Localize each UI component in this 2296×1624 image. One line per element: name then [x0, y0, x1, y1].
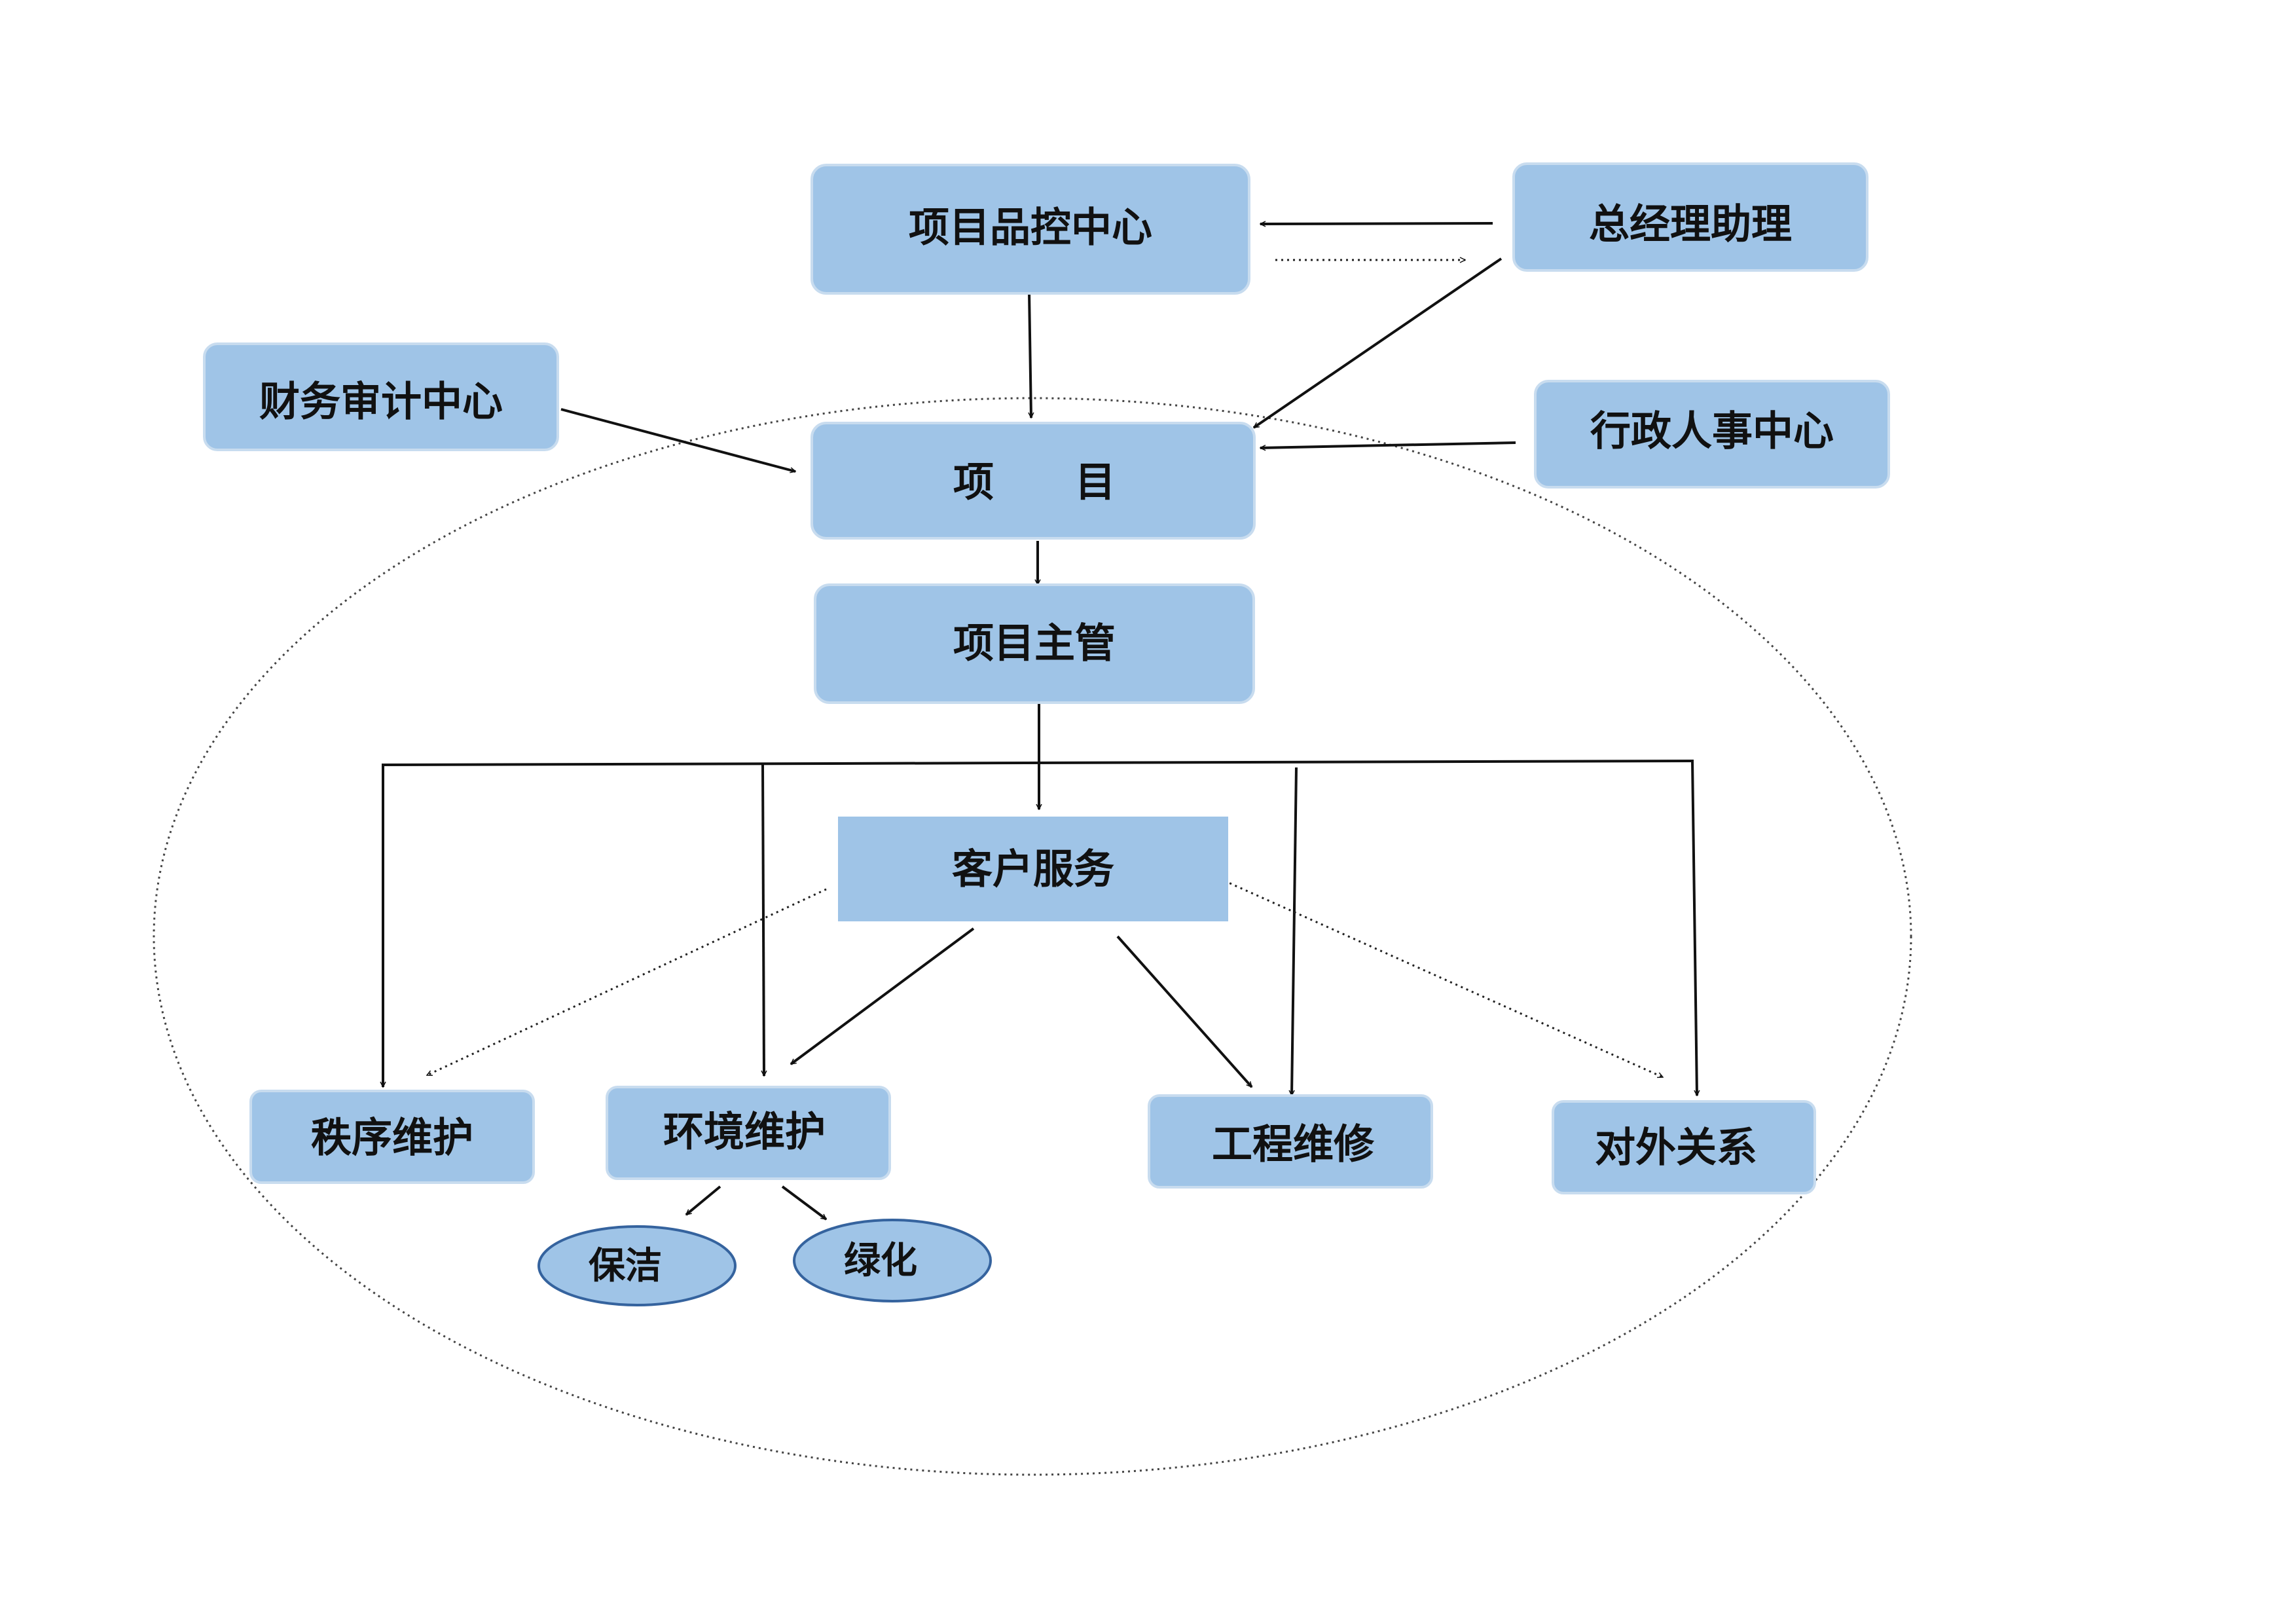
node-engineering-repair: 工程维修 — [1148, 1094, 1433, 1189]
dotted-arrow-service-to-external — [1224, 879, 1663, 1079]
dotted-arrow-service-to-order — [427, 888, 827, 1077]
node-cleaning: 保洁 — [538, 1225, 737, 1306]
node-project-supervisor: 项目主管 — [814, 583, 1255, 704]
arrow-quality-to-project — [1028, 292, 1031, 418]
arrow-service-to-engineering — [1116, 935, 1253, 1088]
node-environment-maintenance: 环境维护 — [606, 1086, 891, 1180]
project-scope-boundary — [153, 397, 1912, 1476]
node-quality-center-label: 项目品控中心 — [909, 204, 1152, 251]
arrow-service-to-environment — [791, 927, 975, 1065]
node-admin-hr: 行政人事中心 — [1534, 380, 1890, 489]
node-project-supervisor-label: 项目主管 — [953, 619, 1116, 667]
node-external-relations-label: 对外关系 — [1595, 1124, 1757, 1172]
node-project-label: 项 目 — [953, 458, 1116, 506]
node-customer-service-label: 客户服务 — [952, 845, 1114, 893]
node-greening-label: 绿化 — [844, 1239, 917, 1282]
arrow-bar-to-external — [1691, 760, 1697, 1096]
arrow-bar-to-engineering — [1292, 767, 1298, 1096]
node-finance-audit: 财务审计中心 — [203, 342, 559, 451]
node-order-maintenance: 秩序维护 — [249, 1090, 535, 1184]
arrow-bar-to-environment — [763, 764, 764, 1076]
arrow-gm-to-quality — [1260, 223, 1493, 224]
distribution-bar — [381, 760, 1694, 766]
node-environment-maintenance-label: 环境维护 — [663, 1108, 826, 1156]
node-cleaning-label: 保洁 — [589, 1244, 662, 1287]
node-customer-service: 客户服务 — [838, 817, 1228, 921]
node-order-maintenance-label: 秩序维护 — [311, 1114, 473, 1162]
node-greening: 绿化 — [793, 1219, 992, 1302]
node-finance-audit-label: 财务审计中心 — [259, 378, 503, 426]
arrow-environment-to-cleaning — [686, 1185, 721, 1216]
arrow-finance-to-project — [560, 408, 795, 471]
node-engineering-repair-label: 工程维修 — [1212, 1120, 1375, 1168]
node-quality-center: 项目品控中心 — [811, 164, 1250, 295]
arrow-admin-to-project — [1260, 441, 1516, 448]
node-project: 项 目 — [811, 422, 1256, 540]
node-external-relations: 对外关系 — [1552, 1100, 1816, 1194]
arrow-environment-to-greening — [781, 1185, 826, 1221]
arrow-gm-to-project — [1254, 257, 1503, 429]
node-gm-assistant-label: 总经理助理 — [1589, 200, 1792, 248]
node-admin-hr-label: 行政人事中心 — [1590, 407, 1834, 455]
node-gm-assistant: 总经理助理 — [1512, 162, 1868, 272]
